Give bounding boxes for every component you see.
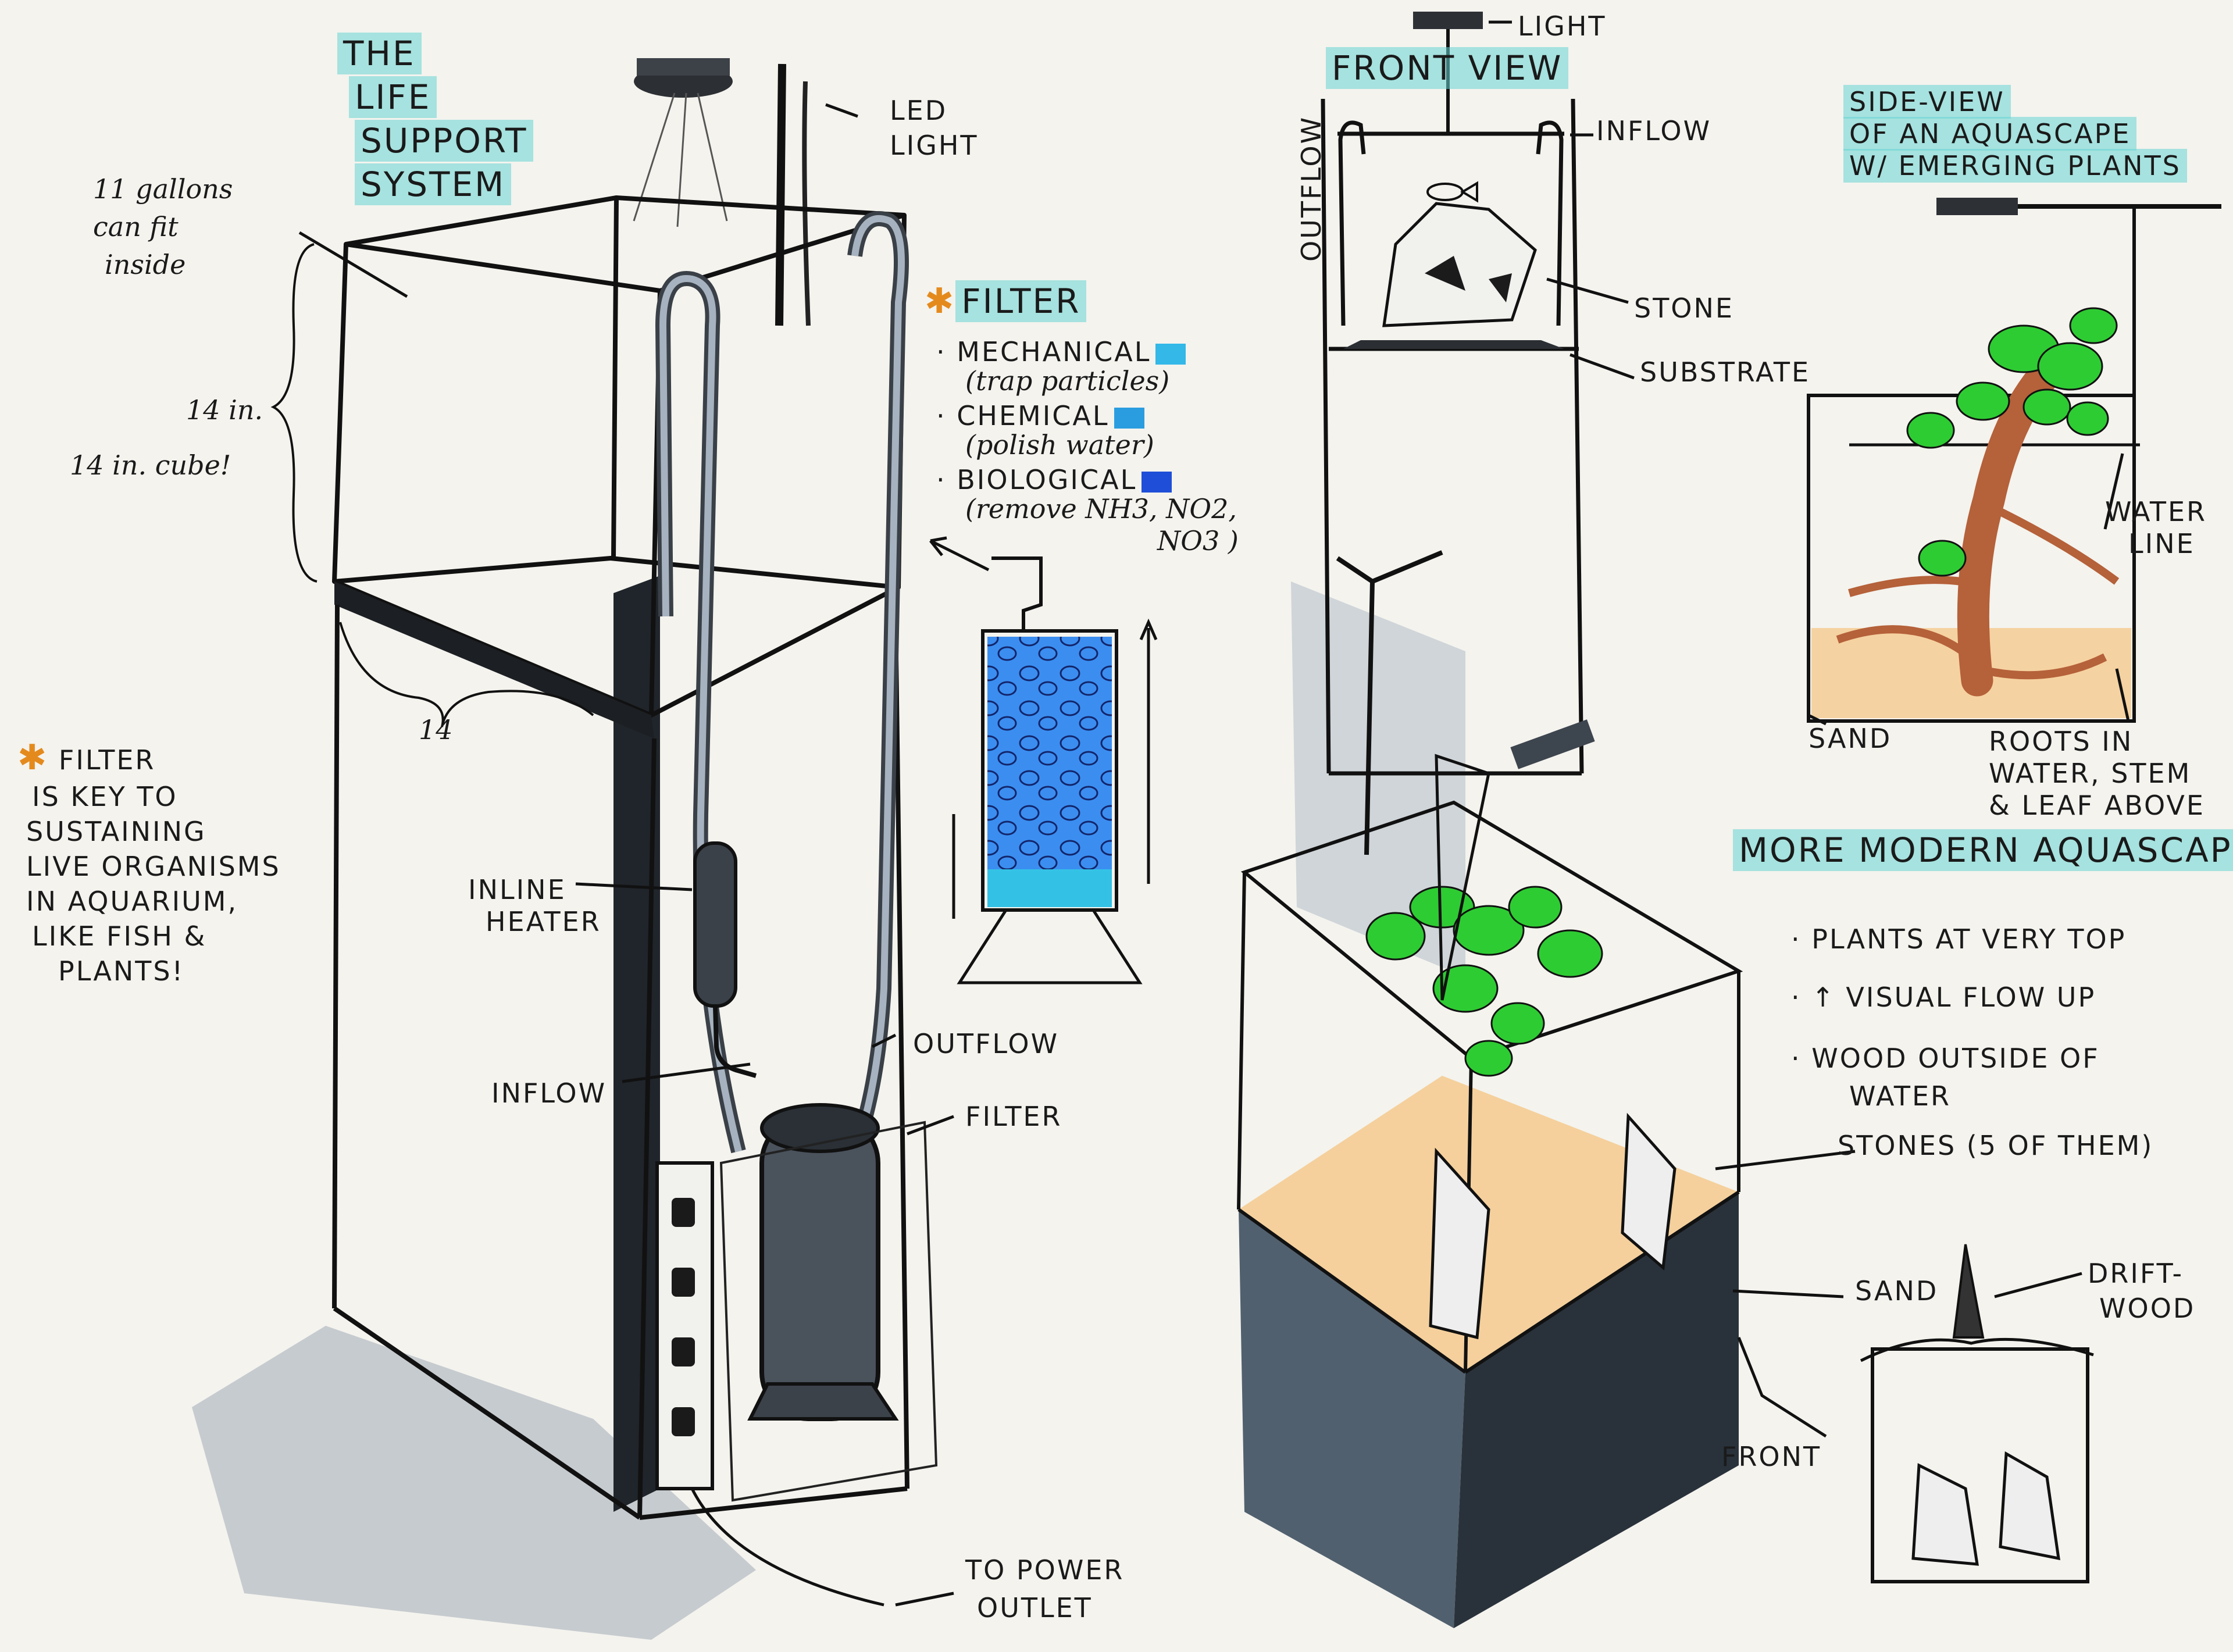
modern-title: MORE MODERN AQUASCAPE	[1733, 829, 2233, 871]
power-strip	[655, 1161, 884, 1607]
filter-note-line-5: IN AQUARIUM,	[26, 886, 238, 917]
front-inflow-label: INFLOW	[1596, 115, 1712, 147]
outflow-label: OUTFLOW	[913, 1028, 1060, 1059]
biological-swatch	[1142, 471, 1172, 493]
filter-type-chemical: · CHEMICAL	[936, 401, 1144, 431]
stones-label: STONES (5 OF THEM)	[1838, 1130, 2154, 1161]
filter-note-line-3: SUSTAINING	[26, 816, 206, 847]
led-label-2: LIGHT	[890, 130, 979, 161]
filter-note-line-7: PLANTS!	[58, 955, 185, 987]
roots-label-3: & LEAF ABOVE	[1989, 790, 2205, 821]
up-arrow-icon: ↑	[1811, 982, 1836, 1013]
title-line-1: THE	[337, 33, 422, 74]
stone-icon	[1382, 202, 1537, 327]
capacity-label-2: can fit	[93, 211, 179, 242]
chemical-swatch	[1114, 407, 1144, 429]
inline-heater	[693, 841, 757, 1078]
front-label: FRONT	[1721, 1441, 1822, 1472]
title-line-4: SYSTEM	[355, 163, 512, 205]
modern-bullet-1: · PLANTS AT VERY TOP	[1791, 923, 2127, 955]
cube-label: 14 in. cube!	[70, 449, 231, 481]
power-label-2: OUTLET	[977, 1592, 1093, 1624]
side-view-title-1: SIDE-VIEW	[1843, 85, 2011, 119]
filter-type-biological: · BIOLOGICAL	[936, 465, 1172, 495]
filter-type-biological-desc-tail: NO3 )	[1157, 525, 1239, 556]
water-line-label-1: WATER	[2105, 496, 2207, 527]
side-sand-label: SAND	[1808, 723, 1892, 754]
led-lamp-icon	[633, 58, 733, 227]
modern-sand-label: SAND	[1855, 1275, 1939, 1307]
inflow-label: INFLOW	[491, 1077, 607, 1109]
filter-note-line-6: LIKE FISH &	[32, 920, 207, 952]
front-view-title: FRONT VIEW	[1326, 47, 1569, 89]
mechanical-swatch	[1155, 343, 1186, 365]
filter-note-line-1: ✱ FILTER	[17, 737, 156, 778]
side-view-title-2: OF AN AQUASCAPE	[1843, 117, 2137, 151]
filter-types-title: ✱FILTER	[925, 280, 1087, 322]
front-stone-label: STONE	[1634, 292, 1734, 324]
title-line-2: LIFE	[349, 76, 437, 118]
life-support-tower	[192, 58, 938, 1640]
asterisk-icon: ✱	[17, 737, 49, 778]
filter-type-mechanical: · MECHANICAL	[936, 337, 1186, 367]
small-front-sketch	[1860, 1244, 2094, 1583]
water-line-label-2: LINE	[2128, 528, 2195, 559]
title-line-3: SUPPORT	[355, 120, 534, 162]
driftwood-label-1: DRIFT-	[2088, 1258, 2184, 1289]
capacity-label-3: inside	[105, 249, 186, 280]
heater-label-2: HEATER	[486, 906, 601, 937]
floor-shadow	[192, 1326, 756, 1640]
front-view-sketch	[1291, 12, 1584, 977]
filter-label: FILTER	[965, 1101, 1062, 1132]
arrow-icon	[298, 20, 2130, 1607]
modern-bullet-3: · WOOD OUTSIDE OF	[1791, 1043, 2100, 1074]
tank-top	[344, 195, 907, 293]
canister-filter	[719, 1103, 938, 1502]
roots-label-2: WATER, STEM	[1989, 758, 2192, 789]
fish-icon	[1426, 181, 1478, 203]
driftwood	[1957, 356, 2063, 697]
power-label-1: TO POWER	[965, 1554, 1125, 1586]
modern-bullet-4: WATER	[1849, 1080, 1951, 1112]
heater-label-1: INLINE	[468, 874, 566, 905]
filter-type-mechanical-desc: (trap particles)	[965, 365, 1170, 397]
side-view-title-3: W/ EMERGING PLANTS	[1843, 149, 2187, 183]
side-view-sketch	[1807, 198, 2221, 723]
front-light-label: LIGHT	[1518, 10, 1607, 42]
filter-note-line-4: LIVE ORGANISMS	[26, 851, 281, 882]
driftwood-label-2: WOOD	[2099, 1293, 2196, 1324]
asterisk-icon: ✱	[925, 281, 956, 322]
height-label: 14 in.	[186, 394, 263, 426]
led-label-1: LED	[890, 95, 948, 126]
front-outflow-label: OUTFLOW	[1296, 115, 1327, 262]
plants	[1365, 886, 1603, 1077]
filter-cutaway	[929, 536, 1158, 984]
roots-label-1: ROOTS IN	[1989, 726, 2134, 757]
stand-side-shadow	[613, 576, 660, 1512]
front-substrate-label: SUBSTRATE	[1640, 356, 1811, 388]
filter-note-line-2: IS KEY TO	[32, 781, 178, 812]
width-label: 14	[419, 714, 453, 745]
modern-aquascape-sketch	[1237, 550, 1743, 1628]
filter-type-biological-desc: (remove NH3, NO2,	[965, 493, 1237, 524]
modern-bullet-2: · ↑ VISUAL FLOW UP	[1791, 982, 2096, 1013]
filter-type-chemical-desc: (polish water)	[965, 429, 1154, 461]
capacity-label-1: 11 gallons	[93, 173, 233, 205]
